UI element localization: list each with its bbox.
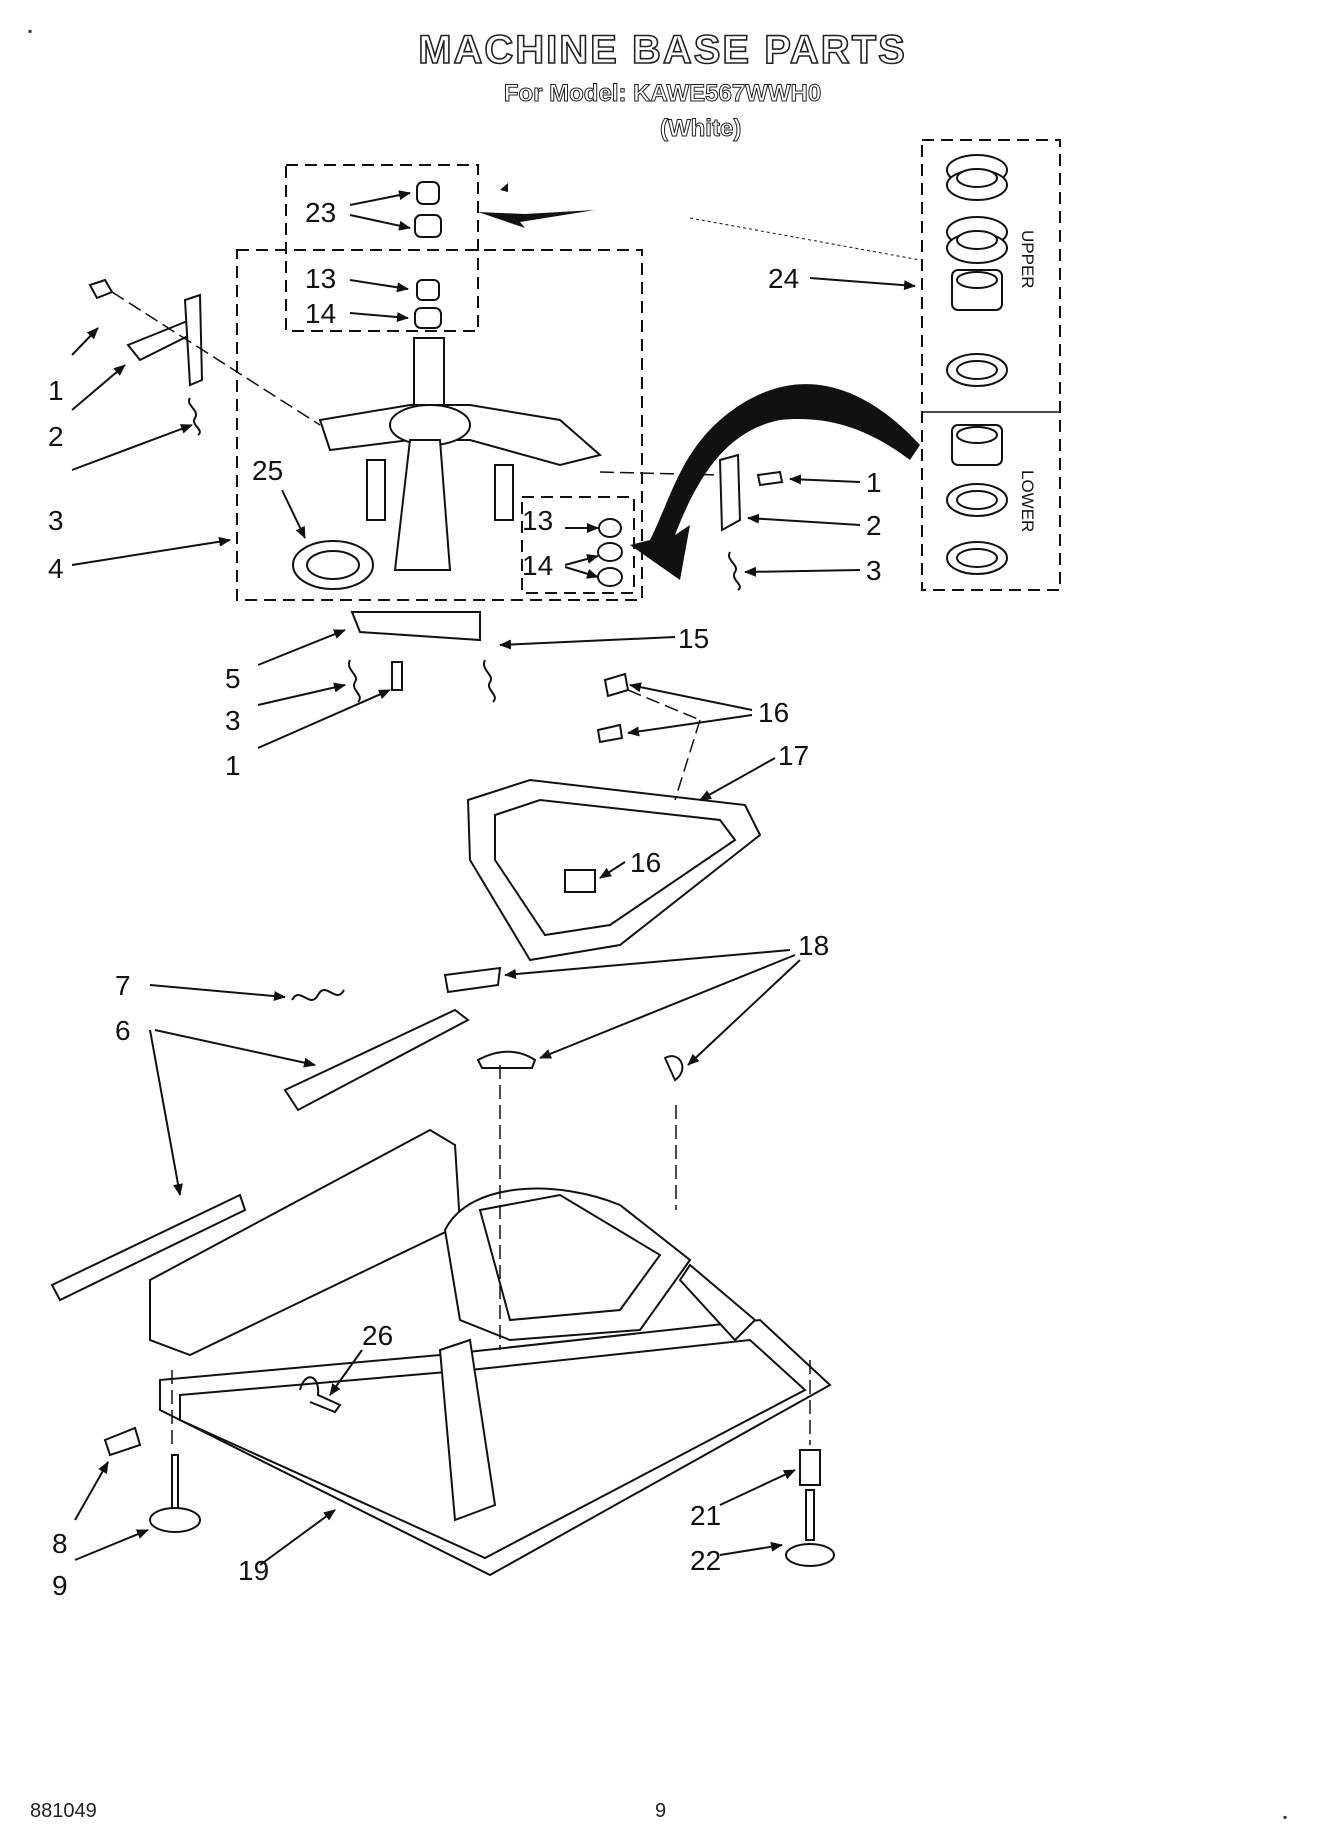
document-number: 881049 — [30, 1800, 97, 1822]
leader-arrows — [71, 190, 916, 1566]
left-bracket-parts — [88, 278, 321, 436]
corner-mark: ▪ — [28, 24, 33, 38]
callout-23: 23 — [305, 197, 336, 228]
suspension-assembly — [292, 181, 623, 590]
right-bracket-parts — [599, 453, 784, 591]
callout-5: 5 — [225, 663, 241, 694]
callout-2: 2 — [48, 421, 64, 452]
callout-24: 24 — [768, 263, 799, 294]
callout-15: 15 — [678, 623, 709, 654]
callout-9: 9 — [52, 1570, 68, 1601]
callout-21: 21 — [690, 1500, 721, 1531]
callout-26: 26 — [362, 1320, 393, 1351]
cabinet-base — [103, 1065, 835, 1577]
page-number: 9 — [655, 1800, 667, 1822]
callout-14: 14 — [305, 298, 336, 329]
callout-1: 1 — [225, 750, 241, 781]
callout-17: 17 — [778, 740, 809, 771]
callout-13: 13 — [305, 263, 336, 294]
callout-13: 13 — [522, 505, 553, 536]
color-variant: (White) — [660, 115, 742, 143]
callout-3: 3 — [866, 555, 882, 586]
callout-6: 6 — [115, 1015, 131, 1046]
small-arrowhead — [500, 183, 508, 192]
suspension-detail-boxes — [236, 139, 1061, 601]
lower-label: LOWER — [1018, 470, 1037, 532]
corner-mark: ▪ — [1283, 1810, 1288, 1824]
top-frame — [466, 672, 762, 962]
callout-2: 2 — [866, 510, 882, 541]
callout-19: 19 — [238, 1555, 269, 1586]
ring-kit-illustrations — [946, 154, 1008, 575]
callout-8: 8 — [52, 1528, 68, 1559]
callout-1: 1 — [866, 467, 882, 498]
callout-7: 7 — [115, 970, 131, 1001]
callout-3: 3 — [48, 505, 64, 536]
pointer-arrow — [478, 210, 595, 228]
callout-18: 18 — [798, 930, 829, 961]
large-curved-arrow — [630, 384, 920, 580]
callout-4: 4 — [48, 553, 64, 584]
callout-16: 16 — [630, 847, 661, 878]
page-title: MACHINE BASE PARTS — [417, 27, 907, 73]
callout-1: 1 — [48, 375, 64, 406]
callout-25: 25 — [252, 455, 283, 486]
upper-label: UPPER — [1018, 230, 1037, 289]
center-lower-bracket — [347, 611, 496, 703]
callout-3: 3 — [225, 705, 241, 736]
callout-16: 16 — [758, 697, 789, 728]
spring-and-rail-parts — [50, 966, 684, 1302]
callout-14: 14 — [522, 550, 553, 581]
model-subtitle: For Model: KAWE567WWH0 — [503, 80, 822, 108]
callout-22: 22 — [690, 1545, 721, 1576]
leader-dotted — [689, 217, 921, 261]
